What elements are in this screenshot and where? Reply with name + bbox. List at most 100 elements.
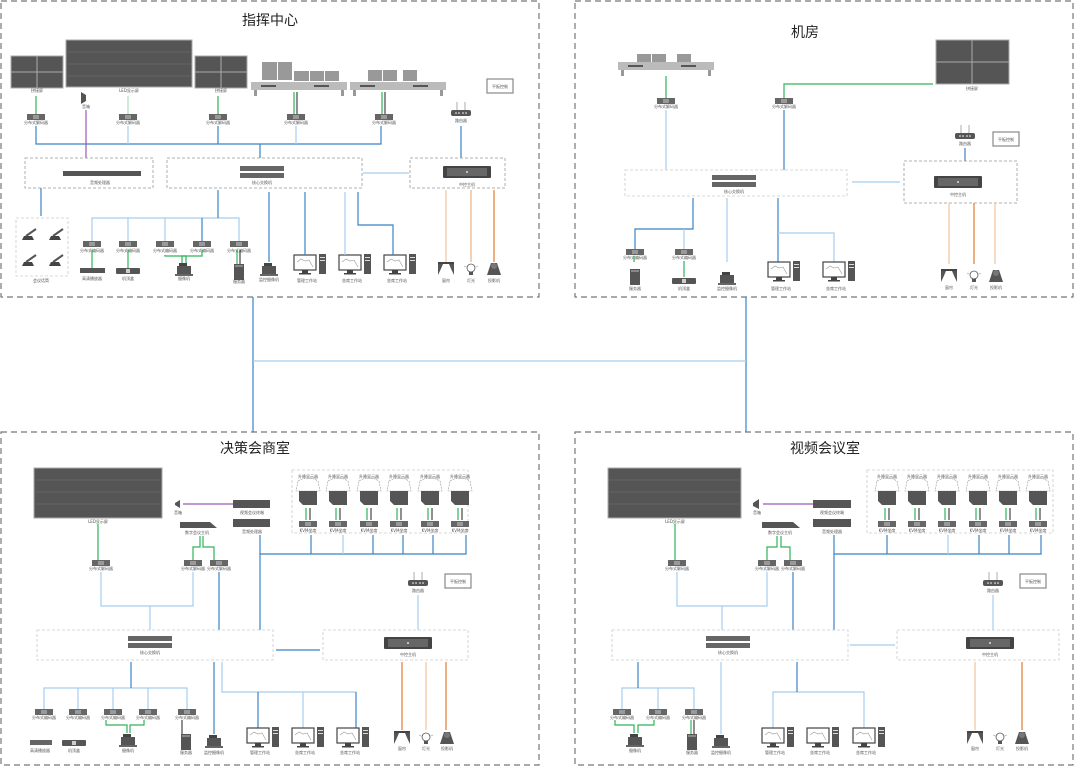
device-label: KVM坐席 — [422, 527, 439, 533]
dr-core-switch — [128, 636, 172, 648]
device-label: 音频处理器 — [90, 179, 110, 185]
device-label: 坐席工作站 — [340, 749, 360, 755]
device-label: 监控摄像机 — [204, 749, 224, 755]
device-label: 音频处理器 — [242, 528, 262, 534]
device-label: 窗帘 — [971, 745, 979, 751]
device-label: 管理工作站 — [297, 277, 317, 283]
device-label: 分布式解码器 — [181, 565, 205, 571]
device-label: 投影机 — [1016, 745, 1028, 751]
device-label: 坐席工作站 — [810, 749, 830, 755]
device-label: 升降显示器 — [389, 473, 409, 479]
device-label: 分布式编码器 — [175, 714, 199, 720]
device-label: 核心交换机 — [718, 649, 738, 655]
dr-audio-proc — [233, 519, 270, 527]
server-room-title: 机房 — [791, 25, 819, 41]
device-label: 升降显示器 — [998, 473, 1018, 479]
video-conf-room-room — [574, 431, 1074, 766]
device-label: 高清播放器 — [82, 275, 102, 281]
device-label: 视频会议终端 — [820, 509, 844, 515]
device-label: 分布式解码器 — [89, 565, 113, 571]
device-label: 监控摄像机 — [717, 285, 737, 291]
speaker-icon — [81, 92, 86, 104]
device-label: 分布式解码器 — [24, 119, 48, 125]
device-label: 摄像机 — [629, 747, 641, 753]
cc-led-wall — [65, 39, 193, 88]
device-label: LED显示屏 — [665, 518, 685, 524]
dr-led-wall — [33, 467, 163, 519]
cc-tiled-display-left — [10, 55, 64, 89]
device-label: 坐席工作站 — [342, 277, 362, 283]
dr-central-control — [384, 637, 432, 649]
device-label: 管理工作站 — [771, 285, 791, 291]
cc-core-switch — [240, 166, 284, 178]
device-label: 升降显示器 — [328, 473, 348, 479]
vc-central-control — [966, 637, 1014, 649]
device-label: 升降显示器 — [907, 473, 927, 479]
device-label: 管理工作站 — [765, 749, 785, 755]
device-label: 拼接屏 — [966, 85, 978, 91]
device-label: 升降显示器 — [968, 473, 988, 479]
device-label: 服务器 — [629, 285, 641, 291]
device-label: KVM坐席 — [361, 527, 378, 533]
cc-tiled-display-right — [194, 55, 248, 89]
device-label: 服务器 — [180, 749, 192, 755]
device-label: 监控摄像机 — [259, 276, 279, 282]
device-label: 升降显示器 — [937, 473, 957, 479]
device-label: 升降显示器 — [298, 473, 318, 479]
device-label: KVM坐席 — [939, 527, 956, 533]
device-label: 分布式解码器 — [654, 103, 678, 109]
device-label: 音箱 — [174, 509, 182, 515]
device-label: 摄像机 — [178, 275, 190, 281]
device-label: 分布式编码器 — [672, 254, 696, 260]
dr-video-conf — [233, 500, 270, 508]
device-label: KVM坐席 — [452, 527, 469, 533]
device-label: 分布式编码器 — [66, 714, 90, 720]
device-label: 分布式解码器 — [772, 103, 796, 109]
dr-seat-row — [295, 477, 473, 527]
cc-central-control — [443, 166, 491, 178]
device-label: 升降显示器 — [450, 473, 470, 479]
device-label: 升降显示器 — [877, 473, 897, 479]
device-label: 服务器 — [686, 749, 698, 755]
device-label: 音箱 — [82, 103, 90, 109]
device-label: 灯光 — [422, 745, 430, 751]
device-label: 路由器 — [455, 117, 467, 123]
sr-core-switch — [712, 175, 756, 187]
device-label: 中控主机 — [982, 651, 998, 657]
sr-router — [954, 124, 976, 140]
device-label: 服务器 — [233, 278, 245, 284]
device-label: 分布式解码器 — [206, 119, 230, 125]
device-label: 分布式解码器 — [781, 565, 805, 571]
device-label: 灯光 — [970, 284, 978, 290]
device-label: 高清播放器 — [30, 747, 50, 753]
device-label: 中控主机 — [950, 191, 966, 197]
device-label: 数字会议主机 — [185, 529, 209, 535]
device-label: 机顶盒 — [122, 275, 134, 281]
device-label: 升降显示器 — [1028, 473, 1048, 479]
device-label: 窗帘 — [398, 745, 406, 751]
device-label: 升降显示器 — [359, 473, 379, 479]
vc-mixer — [762, 522, 800, 528]
cc-display-label-1: 拼接屏 — [31, 87, 43, 93]
device-label: 平板控制 — [998, 136, 1014, 142]
device-label: 分布式编码器 — [646, 714, 670, 720]
device-label: 机顶盒 — [678, 285, 690, 291]
device-label: 核心交换机 — [252, 179, 272, 185]
device-label: 坐席工作站 — [295, 749, 315, 755]
vc-audio-proc — [813, 519, 851, 527]
device-label: 音频处理器 — [822, 528, 842, 534]
decision-room-room — [0, 431, 540, 766]
device-label: 平板控制 — [450, 578, 466, 584]
device-label: KVM坐席 — [391, 527, 408, 533]
device-label: 分布式解码器 — [665, 565, 689, 571]
device-label: 路由器 — [959, 140, 971, 146]
device-label: 投影机 — [990, 284, 1002, 290]
cc-display-label-2: LED显示屏 — [119, 87, 139, 93]
device-label: KVM坐席 — [300, 527, 317, 533]
device-label: 平板控制 — [492, 83, 508, 89]
command-center-room — [0, 0, 540, 298]
cc-audio-processor — [63, 171, 141, 176]
device-label: 路由器 — [987, 587, 999, 593]
device-label: 坐席工作站 — [387, 277, 407, 283]
device-label: 窗帘 — [945, 284, 953, 290]
